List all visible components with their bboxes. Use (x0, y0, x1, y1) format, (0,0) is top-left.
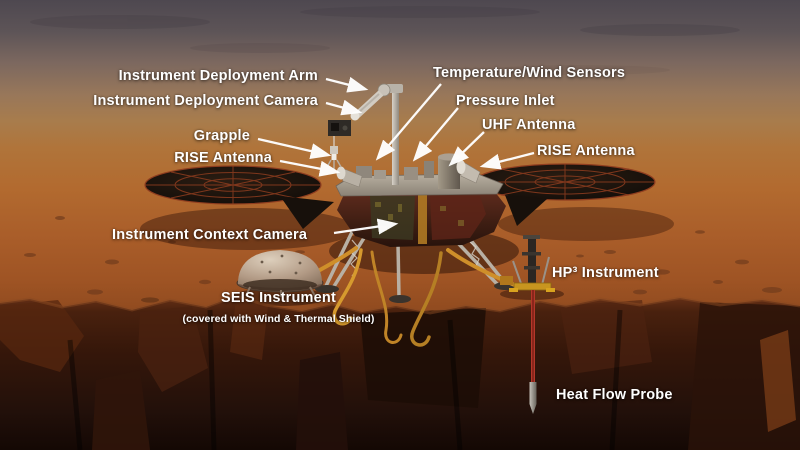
instrument-deployment-camera (328, 120, 351, 136)
hp3-instrument (500, 235, 555, 292)
label-heat-flow-probe: Heat Flow Probe (556, 387, 673, 403)
heat-flow-probe (529, 290, 537, 414)
arrow-temperature-wind-sensors (375, 83, 442, 161)
arrow-instrument-context-camera (333, 218, 399, 235)
label-uhf-antenna: UHF Antenna (482, 117, 576, 133)
label-seis-instrument: SEIS Instrument (221, 290, 336, 306)
label-rise-antenna-left: RISE Antenna (174, 150, 272, 166)
solar-panel-right (474, 163, 656, 226)
underground-rock-faces (0, 294, 800, 450)
annotation-arrows (257, 76, 535, 235)
label-instrument-deployment-arm: Instrument Deployment Arm (118, 68, 318, 84)
label-rise-antenna-right: RISE Antenna (537, 143, 635, 159)
label-temperature-wind-sensors: Temperature/Wind Sensors (433, 65, 626, 81)
solar-panel-left (144, 165, 334, 229)
arrow-rise-antenna-right (479, 151, 535, 170)
label-pressure-inlet: Pressure Inlet (456, 93, 555, 109)
surface-rocks (24, 216, 782, 303)
label-hp3-instrument: HP³ Instrument (552, 265, 659, 281)
arrow-uhf-antenna (448, 131, 485, 167)
arrow-instrument-deployment-arm (325, 76, 369, 93)
label-instrument-deployment-camera: Instrument Deployment Camera (93, 93, 318, 109)
label-seis-note: (covered with Wind & Thermal Shield) (182, 313, 375, 325)
arrow-grapple (257, 137, 332, 160)
arrow-instrument-deployment-camera (325, 99, 363, 116)
label-grapple: Grapple (193, 128, 250, 144)
label-instrument-context-camera: Instrument Context Camera (112, 227, 308, 243)
arrow-rise-antenna-left (279, 159, 341, 177)
arrow-pressure-inlet (412, 107, 459, 162)
lander-deck (335, 161, 504, 197)
distant-terrain-texture (30, 6, 740, 75)
seis-dome (236, 250, 324, 297)
